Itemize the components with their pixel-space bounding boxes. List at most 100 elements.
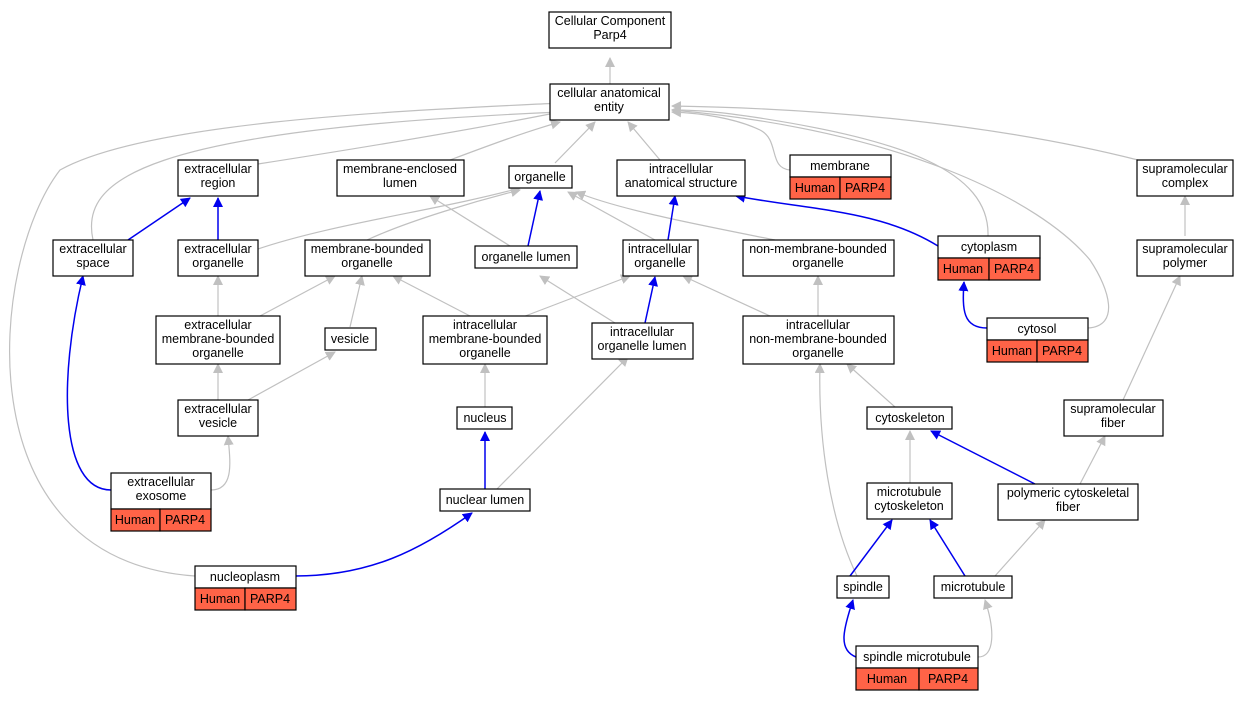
term-label: membrane (810, 159, 870, 173)
term-membrane-enclosed-lumen[interactable]: membrane-enclosed lumen (336, 159, 465, 197)
term-supramolecular-complex[interactable]: supramolecular complex (1136, 159, 1234, 197)
species-label: Human (115, 513, 155, 527)
term-label: organelle (192, 346, 243, 360)
term-label: membrane-bounded (311, 242, 424, 256)
term-extracellular-organelle[interactable]: extracellular organelle (177, 239, 259, 277)
term-nucleus[interactable]: nucleus (456, 406, 513, 430)
term-label: extracellular (59, 242, 126, 256)
edge (9, 98, 561, 577)
term-label: extracellular (127, 475, 194, 489)
term-label: entity (594, 100, 625, 114)
edge (66, 275, 112, 491)
gene-label: PARP4 (994, 262, 1034, 276)
term-label: organelle lumen (482, 250, 571, 264)
term-intracellular-membrane-bounded-organelle[interactable]: intracellular membrane-bounded organelle (422, 315, 548, 365)
term-polymeric-cytoskeletal-fiber[interactable]: polymeric cytoskeletal fiber (997, 483, 1139, 521)
annotation-cytosol: Human PARP4 (986, 339, 1089, 363)
term-membrane-bounded-organelle[interactable]: membrane-bounded organelle (304, 239, 431, 277)
term-extracellular-space[interactable]: extracellular space (52, 239, 134, 277)
edge (257, 108, 561, 165)
term-intracellular-anatomical-structure[interactable]: intracellular anatomical structure (616, 159, 746, 197)
edge (366, 187, 521, 241)
term-extracellular-membrane-bounded-organelle[interactable]: extracellular membrane-bounded organelle (155, 315, 281, 365)
term-label: polymeric cytoskeletal (1007, 486, 1129, 500)
edge (294, 512, 473, 577)
term-label: microtubule (941, 580, 1006, 594)
term-label: non-membrane-bounded (749, 332, 887, 346)
term-organelle-lumen[interactable]: organelle lumen (474, 245, 578, 269)
term-label: intracellular (453, 318, 517, 332)
term-extracellular-region[interactable]: extracellular region (177, 159, 259, 197)
edges (9, 57, 1190, 658)
edge (575, 190, 776, 241)
edge (846, 363, 896, 408)
term-label: supramolecular (1142, 242, 1227, 256)
term-label: organelle (792, 346, 843, 360)
term-microtubule-cytoskeleton[interactable]: microtubule cytoskeleton (866, 482, 953, 520)
edge (977, 599, 993, 658)
term-label: membrane-enclosed (343, 162, 457, 176)
term-label: fiber (1101, 416, 1125, 430)
term-non-membrane-bounded-organelle[interactable]: non-membrane-bounded organelle (742, 239, 895, 277)
edge (527, 190, 543, 247)
term-label: supramolecular (1070, 402, 1155, 416)
gene-label: PARP4 (1042, 344, 1082, 358)
term-extracellular-exosome[interactable]: extracellular exosome (110, 472, 212, 510)
term-label: intracellular (786, 318, 850, 332)
edge (671, 101, 1139, 161)
term-label: non-membrane-bounded (749, 242, 887, 256)
edge (392, 275, 471, 317)
term-microtubule[interactable]: microtubule (933, 575, 1013, 599)
term-extracellular-vesicle[interactable]: extracellular vesicle (177, 399, 259, 437)
edge (671, 107, 791, 171)
annotation-extracellular-exosome: Human PARP4 (110, 508, 212, 532)
term-label: intracellular (610, 325, 674, 339)
term-nuclear-lumen[interactable]: nuclear lumen (439, 488, 531, 512)
term-cellular-anatomical-entity[interactable]: cellular anatomical entity (549, 83, 670, 121)
edge (539, 275, 616, 324)
annotation-nucleoplasm: Human PARP4 (194, 587, 297, 611)
term-label: complex (1162, 176, 1209, 190)
term-label: cytoskeleton (874, 499, 944, 513)
root-gene: Parp4 (593, 28, 626, 42)
term-spindle-microtubule[interactable]: spindle microtubule (855, 645, 979, 669)
term-vesicle[interactable]: vesicle (324, 327, 377, 351)
gene-label: PARP4 (928, 672, 968, 686)
term-label: nuclear lumen (446, 493, 525, 507)
term-intracellular-non-membrane-bounded-organelle[interactable]: intracellular non-membrane-bounded organ… (742, 315, 895, 365)
root-node[interactable]: Cellular Component Parp4 (548, 11, 672, 49)
edge (814, 363, 858, 577)
term-label: extracellular (184, 162, 251, 176)
term-cytosol[interactable]: cytosol (986, 317, 1089, 341)
term-label: extracellular (184, 402, 251, 416)
term-organelle[interactable]: organelle (508, 165, 573, 189)
term-cytoplasm[interactable]: cytoplasm (937, 235, 1041, 259)
term-label: fiber (1056, 500, 1080, 514)
edge (644, 276, 658, 324)
edge (735, 192, 939, 247)
term-label: vesicle (199, 416, 237, 430)
term-label: nucleoplasm (210, 570, 280, 584)
edge (1079, 435, 1106, 485)
term-label: exosome (136, 489, 187, 503)
edge (554, 121, 596, 164)
edge (254, 185, 521, 251)
term-cytoskeleton[interactable]: cytoskeleton (866, 406, 953, 430)
term-intracellular-organelle[interactable]: intracellular organelle (622, 239, 699, 277)
edge (671, 105, 989, 237)
term-nucleoplasm[interactable]: nucleoplasm (194, 565, 297, 589)
edge (349, 275, 365, 328)
term-label: region (201, 176, 236, 190)
edge (127, 197, 191, 241)
term-membrane[interactable]: membrane (789, 154, 892, 178)
nodes: Cellular Component Parp4 cellular anatom… (52, 11, 1234, 691)
term-label: organelle (792, 256, 843, 270)
term-supramolecular-fiber[interactable]: supramolecular fiber (1063, 399, 1164, 437)
species-label: Human (795, 181, 835, 195)
term-intracellular-organelle-lumen[interactable]: intracellular organelle lumen (591, 322, 694, 360)
term-supramolecular-polymer[interactable]: supramolecular polymer (1136, 239, 1234, 277)
edge (958, 281, 988, 329)
term-spindle[interactable]: spindle (836, 575, 890, 599)
annotation-spindle-microtubule: Human PARP4 (855, 667, 979, 691)
term-label: cellular anatomical (557, 86, 661, 100)
